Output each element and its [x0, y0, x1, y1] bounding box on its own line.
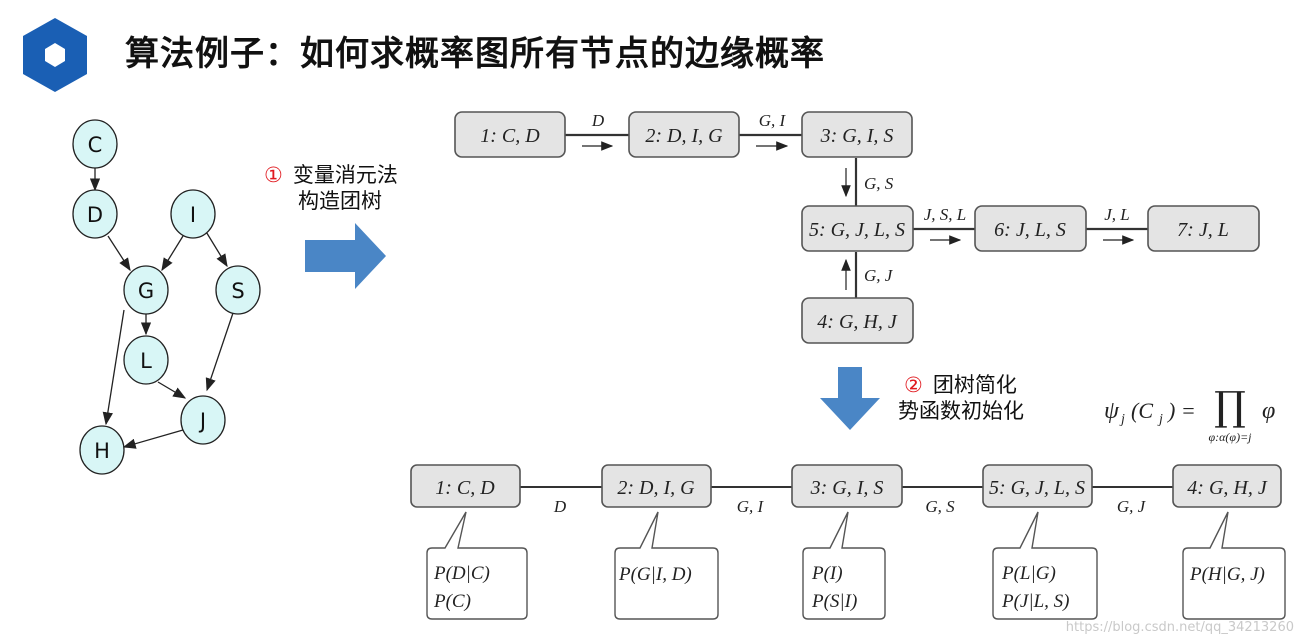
svg-text:P(S|I): P(S|I) — [811, 591, 857, 612]
step2-line1: 团树简化 — [932, 373, 1017, 397]
svg-text:P(I): P(I) — [811, 563, 843, 584]
node-D: D — [72, 189, 118, 239]
clique-2: 2: D, I, G — [628, 111, 740, 158]
edge-label-G-J: G, J — [1117, 497, 1147, 516]
svg-text:J: J — [198, 409, 206, 433]
svg-text:P(D|C): P(D|C) — [433, 563, 490, 584]
clique-tree-direction-arrows — [582, 141, 1135, 290]
message-G-I: G, I — [759, 111, 787, 130]
svg-text:) =: ) = — [1166, 398, 1196, 423]
svg-text:D: D — [87, 203, 103, 227]
step2-label: ② 团树简化 势函数初始化 — [898, 372, 1024, 424]
step1-line1: 变量消元法 — [292, 163, 398, 187]
factor-box-2: P(G|I, D) — [614, 511, 719, 620]
message-J-S-L: J, S, L — [924, 205, 967, 224]
step1-label: ① 变量消元法 构造团树 — [264, 162, 398, 214]
svg-text:3: G, I, S: 3: G, I, S — [820, 125, 894, 147]
step2-number: ② — [904, 373, 923, 397]
svg-text:j: j — [1119, 412, 1125, 427]
svg-text:j: j — [1157, 412, 1163, 427]
simplified-clique-1: 1: C, D — [410, 464, 521, 508]
svg-text:φ: φ — [1262, 398, 1275, 424]
factor-box-4: P(H|G, J) — [1182, 511, 1286, 620]
bayes-net — [89, 166, 234, 449]
step2-arrow — [820, 367, 880, 430]
svg-text:(C: (C — [1131, 398, 1153, 423]
svg-text:H: H — [94, 439, 110, 463]
svg-text:1: C, D: 1: C, D — [435, 477, 495, 499]
clique-3: 3: G, I, S — [801, 111, 913, 158]
node-L: L — [123, 335, 169, 385]
clique-tree-edges — [565, 133, 1148, 298]
potential-formula: ψ j (C j ) = ∏ φ:α(φ)=j φ — [1104, 384, 1275, 444]
factor-box-5: P(L|G) P(J|L, S) — [992, 511, 1098, 620]
svg-text:I: I — [190, 203, 196, 227]
svg-text:P(L|G): P(L|G) — [1001, 563, 1056, 584]
edge-label-G-I: G, I — [737, 497, 765, 516]
svg-text:ψ: ψ — [1104, 398, 1120, 424]
svg-text:G: G — [138, 279, 154, 303]
edge-label-G-S: G, S — [925, 497, 955, 516]
svg-text:P(H|G, J): P(H|G, J) — [1189, 564, 1265, 585]
page-title: 算法例子：如何求概率图所有节点的边缘概率 — [125, 34, 825, 74]
watermark: https://blog.csdn.net/qq_34213260 — [1065, 620, 1294, 635]
message-G-S: G, S — [864, 174, 894, 193]
clique-5: 5: G, J, L, S — [801, 205, 914, 252]
node-S: S — [215, 265, 261, 315]
svg-text:2: D, I, G: 2: D, I, G — [645, 125, 723, 147]
message-D: D — [591, 111, 605, 130]
step1-line2: 构造团树 — [298, 189, 382, 213]
simplified-clique-5: 5: G, J, L, S — [982, 464, 1093, 508]
svg-text:1: C, D: 1: C, D — [480, 125, 540, 147]
svg-text:2: D, I, G: 2: D, I, G — [617, 477, 695, 499]
step1-number: ① — [264, 163, 283, 187]
step2-line2: 势函数初始化 — [898, 399, 1024, 423]
clique-6: 6: J, L, S — [974, 205, 1087, 252]
clique-1: 1: C, D — [454, 111, 566, 158]
svg-text:P(G|I, D): P(G|I, D) — [618, 564, 692, 585]
svg-text:7: J, L: 7: J, L — [1177, 219, 1229, 241]
node-H: H — [79, 425, 125, 475]
svg-text:4: G, H, J: 4: G, H, J — [817, 311, 898, 333]
svg-text:P(C): P(C) — [433, 591, 471, 612]
simplified-tree-nodes: 1: C, D 2: D, I, G 3: G, I, S 5: G, J, L… — [410, 464, 1282, 508]
message-G-J: G, J — [864, 266, 894, 285]
title-bar: 算法例子：如何求概率图所有节点的边缘概率 — [0, 0, 1316, 100]
svg-text:5: G, J, L, S: 5: G, J, L, S — [989, 477, 1085, 499]
node-G: G — [123, 265, 169, 315]
svg-text:φ:α(φ)=j: φ:α(φ)=j — [1209, 430, 1253, 444]
factor-box-1: P(D|C) P(C) — [426, 511, 528, 620]
svg-text:C: C — [88, 133, 103, 157]
simplified-clique-2: 2: D, I, G — [601, 464, 712, 508]
node-J: J — [180, 395, 226, 445]
clique-7: 7: J, L — [1147, 205, 1260, 252]
simplified-tree-edge-labels: D G, I G, S G, J — [553, 497, 1147, 516]
svg-text:∏: ∏ — [1214, 384, 1246, 430]
svg-text:4: G, H, J: 4: G, H, J — [1187, 477, 1268, 499]
svg-text:3: G, I, S: 3: G, I, S — [810, 477, 884, 499]
svg-text:S: S — [231, 279, 244, 303]
factor-box-3: P(I) P(S|I) — [802, 511, 886, 620]
clique-4: 4: G, H, J — [801, 297, 914, 344]
factor-callouts: P(D|C) P(C) P(G|I, D) P(I) P(S|I) P(L|G)… — [426, 511, 1286, 620]
clique-tree-messages: D G, I G, S J, S, L J, L G, J — [591, 111, 1130, 285]
svg-text:P(J|L, S): P(J|L, S) — [1001, 591, 1069, 612]
clique-tree-nodes: 1: C, D 2: D, I, G 3: G, I, S 5: G, J, L… — [454, 111, 1260, 344]
svg-text:5: G, J, L, S: 5: G, J, L, S — [809, 219, 905, 241]
edge-label-D: D — [553, 497, 567, 516]
node-C: C — [72, 119, 118, 169]
hexagon-nut-icon — [23, 18, 87, 92]
simplified-clique-4: 4: G, H, J — [1172, 464, 1282, 508]
step1-arrow — [305, 223, 386, 289]
simplified-clique-3: 3: G, I, S — [791, 464, 903, 508]
svg-text:6: J, L, S: 6: J, L, S — [994, 219, 1066, 241]
bayes-net-nodes: C D I G S L J H — [72, 119, 261, 475]
message-J-L: J, L — [1104, 205, 1130, 224]
svg-text:L: L — [140, 349, 152, 373]
node-I: I — [170, 189, 216, 239]
